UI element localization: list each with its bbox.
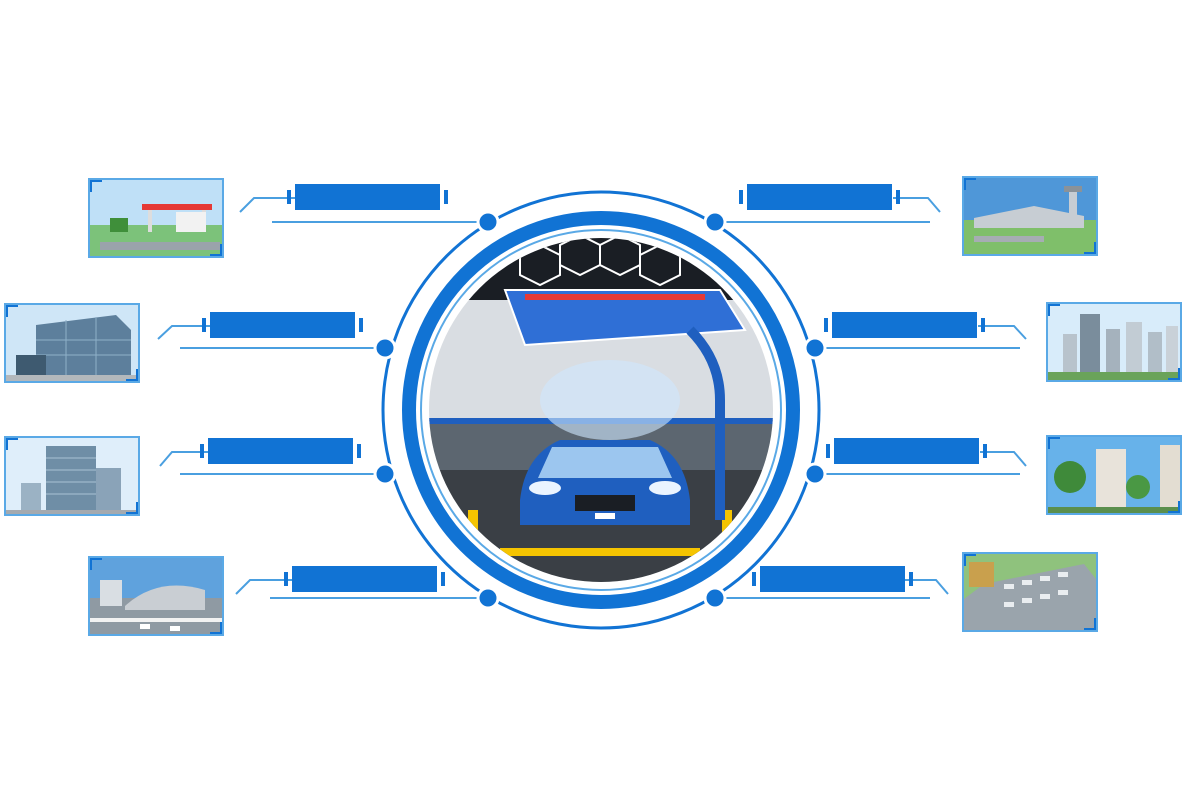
dot-mid-left-1 (373, 336, 397, 360)
connector-right-4 (905, 579, 949, 595)
connector-left-4 (235, 579, 292, 595)
parking-lot-photo (962, 552, 1098, 632)
label-bar-right-4 (752, 566, 913, 592)
dot-bottom-left (476, 586, 500, 610)
floor-stripe (500, 548, 700, 556)
connector-left-1 (239, 197, 295, 213)
gantry-arm (503, 289, 747, 347)
airport-terminal-photo (962, 176, 1098, 256)
connector-left-3 (159, 451, 208, 467)
gas-station-photo (88, 178, 224, 258)
shopping-mall-photo (88, 556, 224, 636)
outer-ring (381, 190, 821, 630)
dot-bottom-right (703, 586, 727, 610)
dot-mid-right-2 (803, 462, 827, 486)
glass-office-building-photo (4, 303, 140, 383)
city-skyline-photo (1046, 302, 1182, 382)
dot-top-left (476, 210, 500, 234)
dot-mid-right-1 (803, 336, 827, 360)
wash-arm (686, 326, 725, 520)
water-spray (540, 360, 680, 440)
connectors-right (715, 197, 1027, 599)
dot-top-right (703, 210, 727, 234)
middle-ring (402, 211, 800, 609)
office-tower-photo (4, 436, 140, 516)
connectors-left (157, 197, 488, 599)
connector-dots (373, 210, 827, 610)
label-bar-left-3 (200, 438, 361, 464)
label-bar-right-3 (826, 438, 987, 464)
label-bar-left-1 (287, 184, 448, 210)
label-bar-right-2 (824, 312, 985, 338)
connector-right-1 (893, 197, 941, 213)
label-bar-left-2 (202, 312, 363, 338)
connector-right-3 (980, 451, 1027, 467)
label-bar-left-4 (284, 566, 445, 592)
connector-right-2 (978, 325, 1027, 340)
right-rail (722, 510, 732, 540)
residential-towers-photo (1046, 435, 1182, 515)
label-bar-right-1 (739, 184, 900, 210)
dot-mid-left-2 (373, 462, 397, 486)
gantry-red-strip (525, 294, 705, 300)
car (520, 440, 690, 525)
connector-left-2 (157, 325, 210, 340)
